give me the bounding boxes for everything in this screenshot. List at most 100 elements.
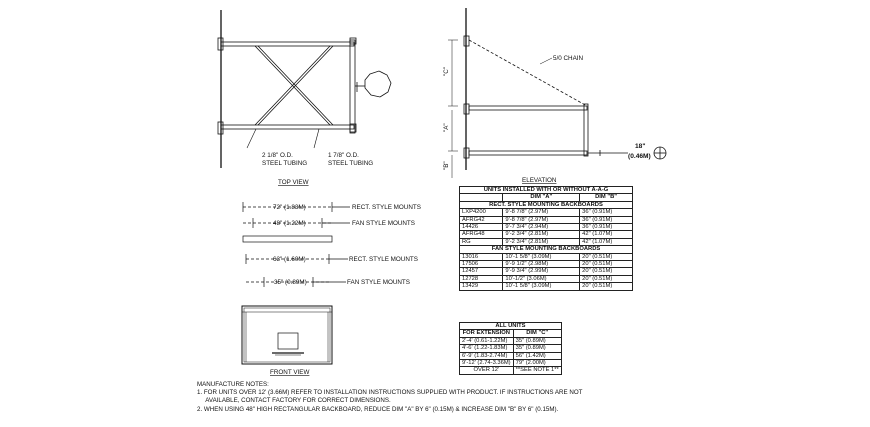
table1-cell: 10'-1 5/8" (3.09M) bbox=[502, 282, 581, 291]
extension-table: ALL UNITS FOR EXTENSION DIM "C" 2'-4' (0… bbox=[459, 321, 562, 375]
mounting-dimensions-table: UNITS INSTALLED WITH OR WITHOUT A-A-G DI… bbox=[458, 185, 633, 291]
front-dim-3-value: 63" (1.60M) bbox=[273, 256, 306, 263]
elevation-drawing bbox=[448, 8, 667, 178]
table-row: OVER 12' **SEE NOTE 1** bbox=[459, 366, 562, 375]
top-view-top-rail bbox=[220, 41, 355, 47]
table2-cell: 4'-6' (1.22-1.83M) bbox=[459, 344, 514, 353]
table1-cell: RG bbox=[458, 237, 504, 247]
table1-cell: 9'-2 3/4" (2.81M) bbox=[502, 230, 581, 239]
table2-cell: 9'-12' (2.74-3.36M) bbox=[459, 359, 514, 368]
extension-value: 18" bbox=[635, 143, 645, 150]
extension-metric: (0.46M) bbox=[628, 153, 651, 160]
top-view-front-upright bbox=[349, 39, 356, 134]
table-row: 12457 9'-9 3/4" (2.99M) 20" (0.51M) bbox=[458, 267, 633, 276]
table2-cell: 35" (0.89M) bbox=[512, 336, 562, 346]
tube-right-label-1: 1 7/8" O.D. bbox=[328, 152, 359, 159]
tube-right-label-2: STEEL TUBING bbox=[328, 160, 373, 167]
table1-col-a: DIM "A" bbox=[502, 193, 581, 202]
front-dim-4-desc: FAN STYLE MOUNTS bbox=[347, 279, 410, 286]
front-view-drawing bbox=[241, 202, 350, 365]
tube-left-label-2: STEEL TUBING bbox=[262, 160, 307, 167]
tube-left-label-1: 2 1/8" O.D. bbox=[262, 152, 293, 159]
elevation-title: ELEVATION bbox=[522, 177, 557, 184]
table1-cell: 13016 bbox=[458, 252, 504, 262]
note-line-2: AVAILABLE, CONTACT FACTORY FOR CORRECT D… bbox=[197, 397, 391, 405]
table1-cell: 20" (0.51M) bbox=[579, 267, 633, 276]
table1-cell: 9'-9 1/2" (2.98M) bbox=[502, 260, 581, 269]
chain-label: 5/0 CHAIN bbox=[553, 55, 584, 62]
table1-cell: AFRG48 bbox=[458, 230, 504, 239]
table1-cell: 36" (0.91M) bbox=[579, 208, 633, 217]
table1-title: UNITS INSTALLED WITH OR WITHOUT A-A-G bbox=[459, 185, 633, 195]
table2-cell: OVER 12' bbox=[459, 366, 514, 375]
table1-cell: 36" (0.91M) bbox=[579, 215, 633, 225]
front-dim-1-value: 72" (1.83M) bbox=[273, 204, 306, 211]
table1-cell: AFRG42 bbox=[458, 215, 504, 225]
table1-cell: 13429 bbox=[458, 282, 504, 291]
table1-cell: 14426 bbox=[458, 223, 504, 232]
dim-a-label: "A" bbox=[443, 123, 450, 132]
manufacture-notes: MANUFACTURE NOTES: 1. FOR UNITS OVER 12'… bbox=[197, 381, 637, 414]
table-row: 6'-9' (1.83-2.74M) 56" (1.42M) bbox=[459, 351, 562, 361]
dim-c-label: "C" bbox=[443, 67, 450, 76]
elevation-lower-rail bbox=[468, 150, 588, 156]
table-row: 2'-4' (0.61-1.22M) 35" (0.89M) bbox=[459, 336, 562, 346]
top-view-hoop bbox=[364, 70, 392, 98]
table1-cell: LXP4200 bbox=[458, 208, 504, 217]
table-row: RG 9'-2 3/4" (2.81M) 42" (1.07M) bbox=[458, 237, 633, 247]
table1-section-fan: FAN STYLE MOUNTING BACKBOARDS bbox=[459, 245, 633, 254]
table2-cell: 35" (0.89M) bbox=[512, 344, 562, 353]
front-dim-3-desc: RECT. STYLE MOUNTS bbox=[349, 256, 418, 263]
table2-cell: **SEE NOTE 1** bbox=[512, 366, 562, 375]
table1-cell: 10'-1/2" (3.06M) bbox=[502, 274, 581, 284]
front-dim-4-value: 35" (0.89M) bbox=[274, 279, 307, 286]
table1-cell: 9'-8 7/8" (2.97M) bbox=[502, 208, 581, 217]
table2-cell: 6'-9' (1.83-2.74M) bbox=[459, 351, 514, 361]
table1-cell: 9'-7 3/4" (2.94M) bbox=[502, 223, 581, 232]
top-view-brace-2 bbox=[254, 45, 331, 126]
elevation-upper-rail bbox=[468, 105, 588, 111]
table1-cell: 12728 bbox=[458, 274, 504, 284]
table1-cell: 10'-1 5/8" (3.09M) bbox=[502, 252, 581, 262]
notes-heading: MANUFACTURE NOTES: bbox=[197, 381, 269, 388]
table-row: 13429 10'-1 5/8" (3.09M) 20" (0.51M) bbox=[458, 282, 633, 291]
table2-col-ext: FOR EXTENSION bbox=[459, 329, 514, 338]
table1-cell: 20" (0.51M) bbox=[579, 282, 633, 291]
table1-cell: 17506 bbox=[458, 260, 504, 269]
front-view-top-bar bbox=[242, 235, 333, 243]
table1-cell: 9'-9 3/4" (2.99M) bbox=[502, 267, 581, 276]
table1-cell: 20" (0.51M) bbox=[579, 274, 633, 284]
front-view-title: FRONT VIEW bbox=[270, 369, 309, 376]
table1-cell: 36" (0.91M) bbox=[579, 223, 633, 232]
table-row: 14426 9'-7 3/4" (2.94M) 36" (0.91M) bbox=[458, 223, 633, 232]
table1-cell: 9'-8 7/8" (2.97M) bbox=[502, 215, 581, 225]
dim-b-label: "B" bbox=[443, 161, 450, 170]
table-row: 4'-6' (1.22-1.83M) 35" (0.89M) bbox=[459, 344, 562, 353]
table1-blank-header bbox=[458, 193, 504, 202]
table1-col-b: DIM "B" bbox=[579, 193, 633, 202]
table2-cell: 79" (2.00M) bbox=[512, 359, 562, 368]
table-row: 9'-12' (2.74-3.36M) 79" (2.00M) bbox=[459, 359, 562, 368]
table-row: 12728 10'-1/2" (3.06M) 20" (0.51M) bbox=[458, 274, 633, 284]
table1-cell: 12457 bbox=[458, 267, 504, 276]
top-view-title: TOP VIEW bbox=[278, 179, 309, 186]
table1-cell: 9'-2 3/4" (2.81M) bbox=[502, 237, 581, 247]
table-row: 17506 9'-9 1/2" (2.98M) 20" (0.51M) bbox=[458, 260, 633, 269]
table2-cell: 2'-4' (0.61-1.22M) bbox=[459, 336, 514, 346]
table1-section-rect: RECT. STYLE MOUNTING BACKBOARDS bbox=[459, 200, 633, 210]
front-view-shooter-square bbox=[277, 332, 299, 350]
table-row: LXP4200 9'-8 7/8" (2.97M) 36" (0.91M) bbox=[458, 208, 633, 217]
table2-col-c: DIM "C" bbox=[512, 329, 562, 338]
note-line-1: 1. FOR UNITS OVER 12' (3.66M) REFER TO I… bbox=[197, 389, 583, 397]
table-row: 13016 10'-1 5/8" (3.09M) 20" (0.51M) bbox=[458, 252, 633, 262]
front-dim-1-desc: RECT. STYLE MOUNTS bbox=[352, 204, 421, 211]
table2-title: ALL UNITS bbox=[459, 321, 562, 331]
table1-cell: 42" (1.07M) bbox=[579, 230, 633, 239]
front-dim-2-value: 48" (1.22M) bbox=[273, 220, 306, 227]
table1-cell: 42" (1.07M) bbox=[579, 237, 633, 247]
front-view-backboard bbox=[241, 305, 333, 365]
elevation-chain bbox=[468, 39, 588, 107]
table1-cell: 20" (0.51M) bbox=[579, 252, 633, 262]
table-row: AFRG48 9'-2 3/4" (2.81M) 42" (1.07M) bbox=[458, 230, 633, 239]
